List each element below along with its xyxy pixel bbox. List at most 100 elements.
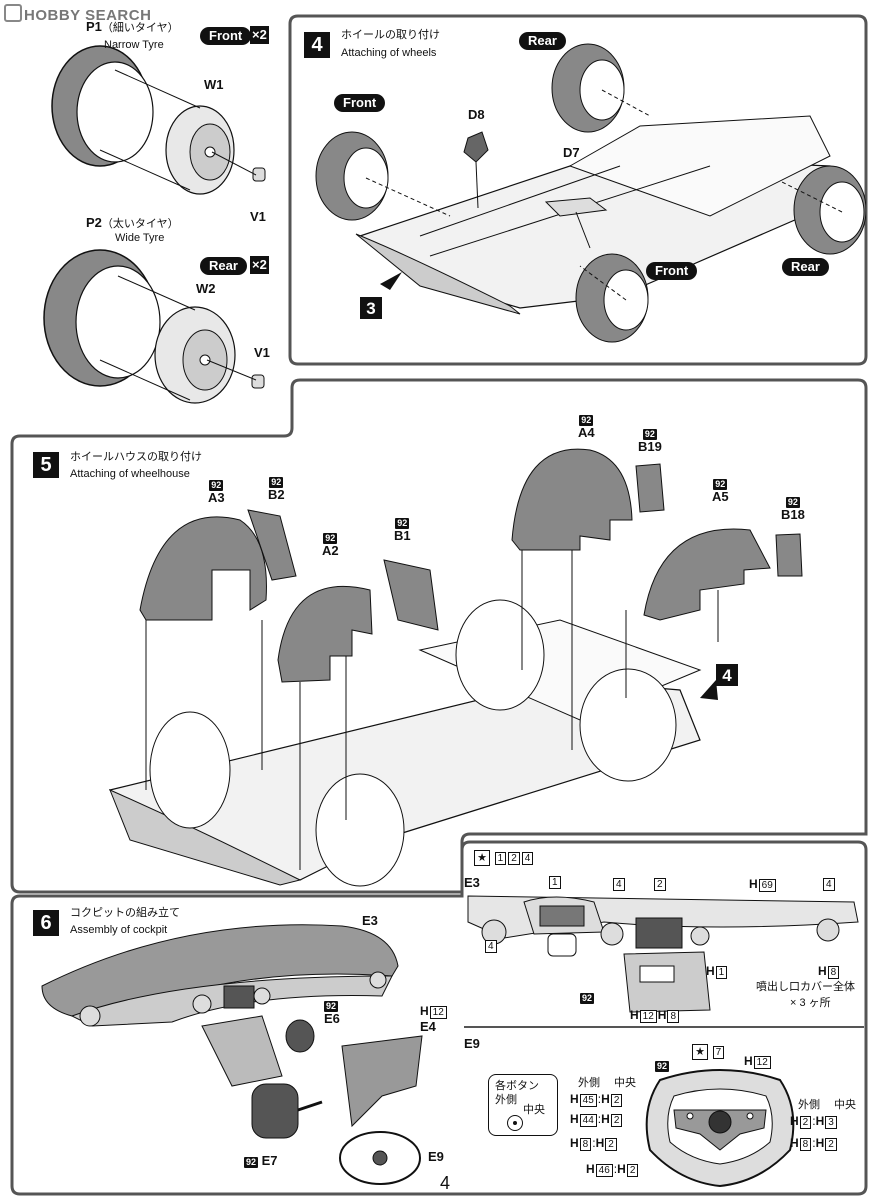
step5-wheelhouse-illustration [108, 448, 803, 887]
part-e4-shape [341, 1035, 423, 1128]
nut-v1-shape-top [252, 167, 266, 182]
wheelhouse-b19-shape [635, 463, 665, 513]
watermark-logo-icon [4, 4, 22, 22]
step5-ref-4: 4 [716, 664, 738, 686]
e9-left-center-head: 中央 [614, 1077, 636, 1089]
star-icon: ★ [692, 1044, 708, 1060]
e3-detail-title: E3 [464, 875, 480, 890]
step5-title-en: Attaching of wheelhouse [70, 468, 190, 480]
step4-front-left-badge: Front [334, 94, 386, 112]
rear-mult: ×2 [250, 256, 269, 274]
e9-note-line2: 外側 [495, 1094, 517, 1106]
step4-d8-label: D8 [468, 107, 485, 122]
e9-tag92: 92 [655, 1061, 670, 1072]
part-e9-shape [339, 1131, 421, 1185]
step4-rear-right-badge: Rear [782, 258, 829, 276]
step6-title-en: Assembly of cockpit [70, 924, 168, 936]
e9-right-outer-head: 外側 [798, 1099, 820, 1111]
step4-wheel-front-bottom [575, 253, 649, 343]
e3-note-line2: × 3 ヶ所 [790, 997, 831, 1009]
e9-detail-title: E9 [464, 1036, 480, 1051]
e3-callout-1: 1 [548, 874, 562, 889]
rear-badge-left: Rear [200, 257, 247, 275]
step4-title-en: Attaching of wheels [341, 47, 437, 59]
p2-label: P2（太いタイヤ） [86, 215, 179, 231]
e3-callout-4b: 4 [822, 876, 836, 891]
step4-wheel-rear-right [793, 165, 866, 255]
e3-callout-4c: 4 [484, 938, 498, 953]
step4-title-jp: ホイールの取り付け [341, 29, 440, 41]
step4-ref-3: 3 [360, 297, 382, 319]
star-icon: ★ [474, 850, 490, 866]
nut-v1-shape-bottom [251, 374, 265, 389]
step6-title-jp: コクピットの組み立て [70, 907, 180, 919]
step4-wheel-front-left [315, 131, 389, 221]
p2-en-label: Wide Tyre [115, 232, 165, 244]
step6-cockpit-illustration [41, 924, 423, 1185]
part-e7-shape [251, 1083, 323, 1139]
step6-e3-label: E3 [362, 913, 378, 928]
step4-rear-top-badge: Rear [519, 32, 566, 50]
e3-note-line1: 噴出し口カバー全体 [756, 981, 855, 993]
part-e6-shape [285, 1019, 315, 1053]
wheel-w1-shape [165, 105, 235, 195]
tyre-p2-shape [43, 249, 161, 387]
step4-chassis-illustration [315, 43, 866, 343]
wheelhouse-b1-shape [383, 559, 439, 631]
e9-right-center-head: 中央 [834, 1099, 856, 1111]
wheelhouse-b2-shape [247, 509, 297, 581]
watermark: HOBBY SEARCH [4, 4, 151, 23]
tyre-p1-shape [51, 45, 154, 167]
step4-number: 4 [304, 32, 330, 58]
step4-d7-label: D7 [563, 145, 580, 160]
front-mult: ×2 [250, 26, 269, 44]
wheelhouse-a3-shape [139, 516, 267, 621]
e3-dashboard-detail-illustration [467, 895, 859, 1013]
v1-label-top: V1 [250, 209, 266, 224]
e9-steering-wheel-illustration [645, 1069, 795, 1188]
e9-note-line1: 各ボタン [495, 1080, 539, 1092]
v1-label-bottom: V1 [254, 345, 270, 360]
e3-callout-4a: 4 [612, 876, 626, 891]
step5-title-jp: ホイールハウスの取り付け [70, 451, 202, 463]
wheelhouse-a2-shape [277, 585, 373, 683]
e9-left-outer-head: 外側 [578, 1077, 600, 1089]
wheelhouse-a5-shape [643, 528, 771, 621]
w1-label: W1 [204, 77, 224, 92]
e9-note-line3: 中央 [523, 1104, 545, 1116]
wheel-w2-shape [154, 306, 236, 404]
step6-e7-label: 92 E7 [244, 1153, 278, 1168]
p1-en-label: Narrow Tyre [104, 39, 164, 51]
e9-callout-7: ★ 7 [692, 1044, 725, 1060]
step6-number: 6 [33, 910, 59, 936]
step6-e4-label: E4 [420, 1019, 436, 1034]
wheelhouse-a4-shape [511, 448, 633, 551]
e3-callout-2: 2 [653, 876, 667, 891]
step6-e9-label: E9 [428, 1149, 444, 1164]
step4-front-bottom-badge: Front [646, 262, 698, 280]
page-number: 4 [436, 1174, 455, 1192]
w2-label: W2 [196, 281, 216, 296]
e9-button-note-box: 各ボタン 外側 中央 [488, 1074, 558, 1136]
